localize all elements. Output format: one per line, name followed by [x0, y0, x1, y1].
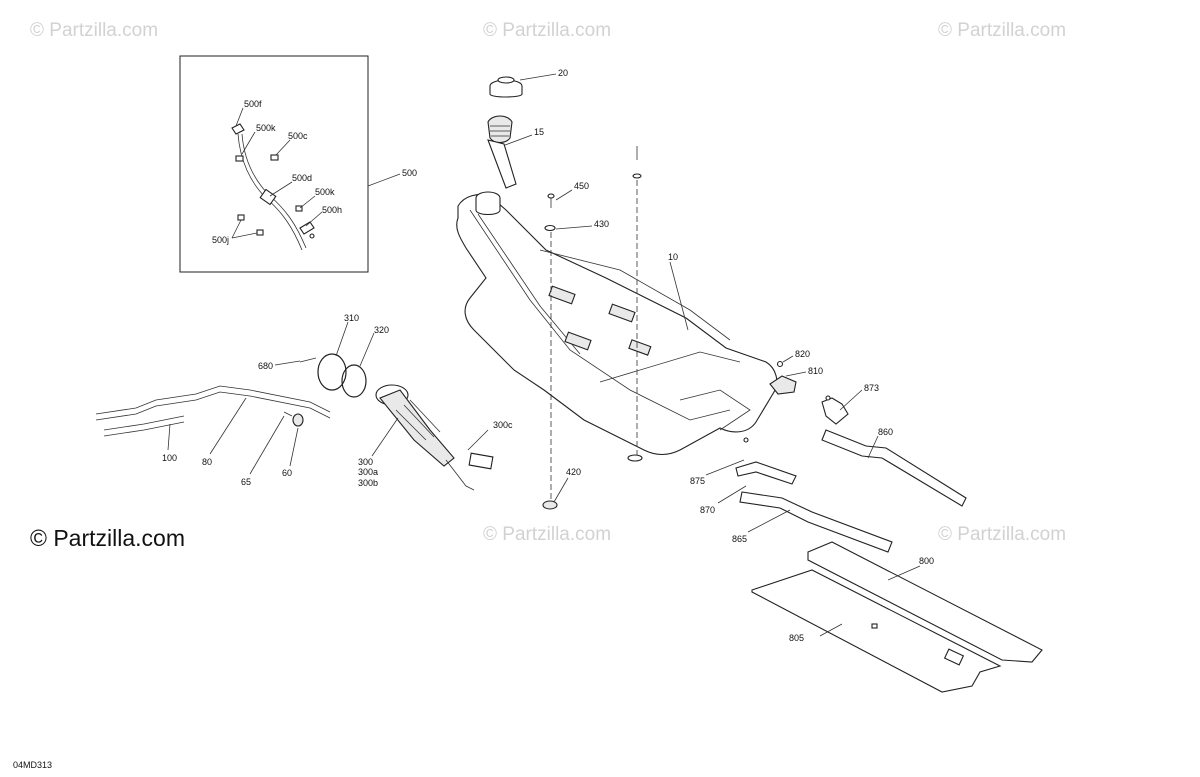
- callout-450: 450: [574, 181, 589, 191]
- callout-805: 805: [789, 633, 804, 643]
- callout-500h: 500h: [322, 205, 342, 215]
- screw-680: [299, 357, 317, 363]
- callout-80: 80: [202, 457, 212, 467]
- callout-310: 310: [344, 313, 359, 323]
- inset-box-500: [179, 55, 369, 273]
- inset-leaders: [231, 107, 401, 239]
- callout-20: 20: [558, 68, 568, 78]
- callout-500j: 500j: [212, 235, 229, 245]
- callout-300c: 300c: [493, 420, 513, 430]
- callout-870: 870: [700, 505, 715, 515]
- watermark-top-center: © Partzilla.com: [483, 20, 611, 41]
- brand-mark: © Partzilla.com: [30, 525, 185, 551]
- washer-430: [544, 224, 556, 232]
- nut-820: [776, 360, 784, 368]
- callout-500c: 500c: [288, 131, 308, 141]
- callout-500k-upper: 500k: [256, 123, 276, 133]
- support-860: [821, 429, 967, 507]
- clip-810: [769, 375, 797, 395]
- callout-15: 15: [534, 127, 544, 137]
- fuel-tank: [456, 191, 778, 462]
- pad-800: [807, 541, 1043, 663]
- callout-300b: 300b: [358, 478, 378, 488]
- watermark-bottom-center: © Partzilla.com: [483, 524, 611, 545]
- callout-10: 10: [668, 252, 678, 262]
- watermark-top-right: © Partzilla.com: [938, 20, 1066, 41]
- callout-65: 65: [241, 477, 251, 487]
- callout-860: 860: [878, 427, 893, 437]
- callout-100: 100: [162, 453, 177, 463]
- screw-450: [547, 193, 555, 208]
- diagram-code: 04MD313: [13, 760, 52, 770]
- callout-420: 420: [566, 467, 581, 477]
- clamp-65: [283, 411, 293, 417]
- bracket-873: [821, 395, 849, 425]
- gasket-320: [341, 364, 367, 398]
- callout-500f: 500f: [244, 99, 262, 109]
- callout-500: 500: [402, 168, 417, 178]
- fuel-pump: [375, 384, 494, 491]
- support-865: [739, 491, 893, 553]
- fitting-60: [292, 413, 304, 427]
- callout-820: 820: [795, 349, 810, 359]
- callout-60: 60: [282, 468, 292, 478]
- callout-500d: 500d: [292, 173, 312, 183]
- callout-300: 300: [358, 457, 373, 467]
- pad-805: [751, 569, 1002, 693]
- screw-right: [632, 146, 642, 179]
- watermark-top-left: © Partzilla.com: [30, 20, 158, 41]
- grommet-420: [542, 500, 558, 510]
- callout-300a: 300a: [358, 467, 378, 477]
- callout-810: 810: [808, 366, 823, 376]
- vent-line-100: [103, 415, 185, 437]
- callout-865: 865: [732, 534, 747, 544]
- callout-800: 800: [919, 556, 934, 566]
- watermark-bottom-right: © Partzilla.com: [938, 524, 1066, 545]
- fuel-line-80: [95, 385, 331, 421]
- callout-875: 875: [690, 476, 705, 486]
- callout-430: 430: [594, 219, 609, 229]
- lock-ring-310: [317, 353, 347, 391]
- vent-hose-assembly: [231, 123, 315, 251]
- callout-500k-lower: 500k: [315, 187, 335, 197]
- callout-680: 680: [258, 361, 273, 371]
- fuel-cap: [489, 76, 523, 98]
- callout-320: 320: [374, 325, 389, 335]
- filler-neck: [487, 115, 517, 189]
- bracket-875: [735, 437, 797, 485]
- callout-873: 873: [864, 383, 879, 393]
